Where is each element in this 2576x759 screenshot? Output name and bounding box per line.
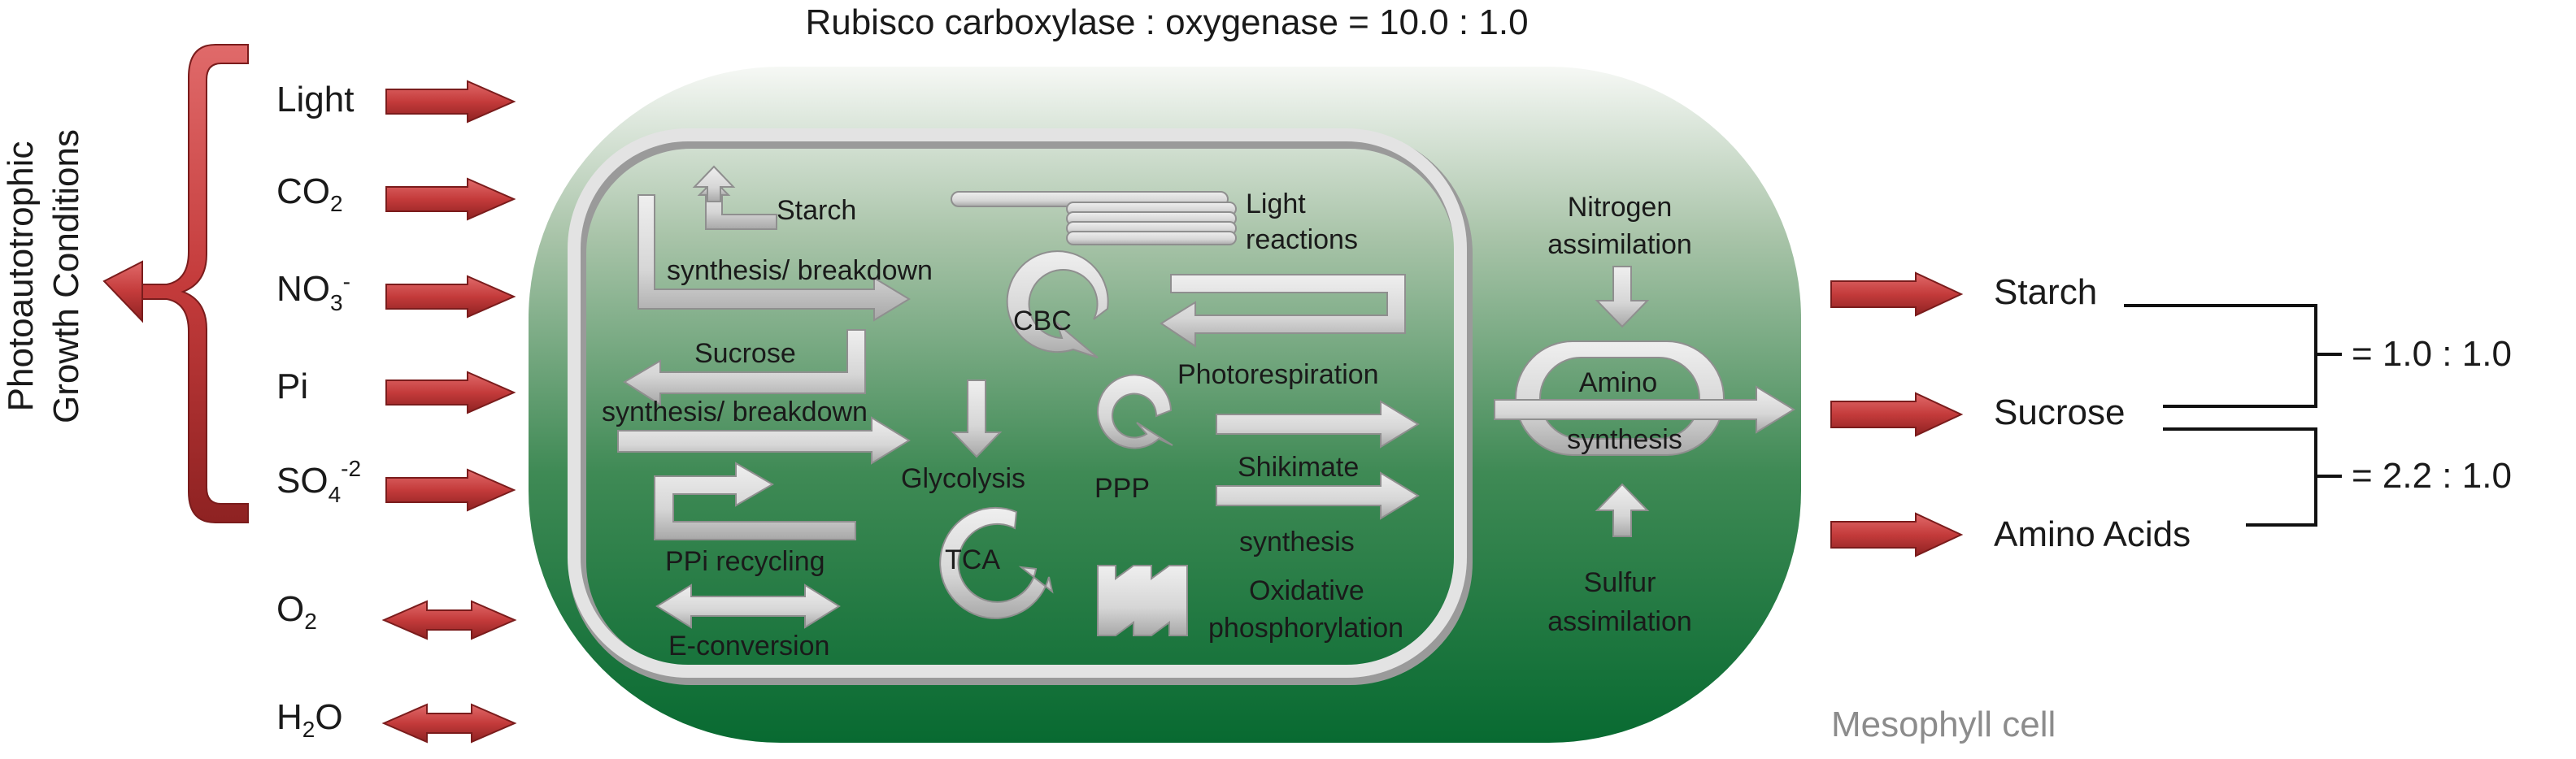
oxphos-zigzag [1097, 565, 1188, 636]
sucrose-synthesis-arrow [617, 416, 911, 465]
input-o2-label: O2 [276, 589, 317, 634]
shikimate-arrow-1 [1216, 400, 1420, 449]
oxphos-label-2: phosphorylation [1208, 613, 1403, 644]
tca-cycle [939, 506, 1054, 619]
title: Rubisco carboxylase : oxygenase = 10.0 :… [805, 2, 1528, 42]
svg-text:NO3-: NO3- [276, 269, 350, 315]
amino-synthesis-loop [1515, 340, 1725, 456]
input-no3-arrow [385, 275, 516, 319]
svg-text:Pi: Pi [276, 366, 308, 406]
ppi-recycling-label: PPi recycling [665, 546, 825, 577]
conditions-bracket [102, 44, 249, 523]
svg-text:O2: O2 [276, 589, 317, 634]
side-label-line1: Photoautotrophic [1, 141, 41, 412]
svg-text:H2O: H2O [276, 697, 343, 742]
e-conversion-arrow [655, 583, 841, 629]
ppp-cycle [1097, 374, 1173, 449]
ratio-brackets [2124, 304, 2342, 527]
input-co2-arrow [385, 177, 516, 221]
input-so4-label: SO4-2 [276, 456, 361, 507]
cbc-cycle [1006, 250, 1109, 358]
photorespiration-arrow [1160, 274, 1406, 348]
input-no3-label: NO3- [276, 269, 350, 315]
input-h2o-label: H2O [276, 697, 343, 742]
tca-label: TCA [945, 544, 1000, 575]
svg-text:SO4-2: SO4-2 [276, 456, 361, 507]
starch-synthesis-label: synthesis/ breakdown [667, 255, 933, 286]
photorespiration-label: Photorespiration [1177, 359, 1379, 390]
sulfur-arrow [1595, 483, 1650, 537]
svg-text:Light: Light [276, 80, 354, 119]
amino-label-1: Amino [1579, 367, 1657, 398]
input-so4-arrow [385, 468, 516, 512]
light-reactions-label-2: reactions [1246, 224, 1358, 255]
light-reactions-stack [951, 191, 1237, 245]
glycolysis-label: Glycolysis [901, 463, 1025, 494]
input-h2o-arrow [381, 703, 517, 744]
svg-text:CO2: CO2 [276, 171, 343, 216]
starch-label: Starch [777, 195, 856, 226]
light-reactions-label-1: Light [1246, 189, 1306, 219]
nitrogen-arrow [1595, 266, 1650, 328]
ratio-starch-sucrose: = 1.0 : 1.0 [2352, 334, 2512, 374]
shikimate-synthesis-label: synthesis [1239, 527, 1355, 557]
sucrose-arrow [623, 329, 866, 406]
nitrogen-label-1: Nitrogen [1568, 192, 1673, 223]
output-starch-arrow [1830, 271, 1964, 317]
amino-out-arrow [1494, 385, 1795, 434]
side-label-line2: Growth Conditions [46, 129, 86, 423]
input-light-label: Light [276, 80, 354, 119]
chloroplast-outline [568, 128, 1473, 685]
cbc-label: CBC [1013, 306, 1072, 336]
output-starch-label: Starch [1994, 272, 2097, 312]
ppp-label: PPP [1094, 473, 1150, 504]
input-light-arrow [385, 80, 516, 124]
e-conversion-label: E-conversion [668, 631, 829, 661]
sucrose-label: Sucrose [694, 338, 796, 369]
output-amino-label: Amino Acids [1994, 514, 2191, 554]
input-co2-label: CO2 [276, 171, 343, 216]
sulfur-label-1: Sulfur [1584, 567, 1656, 598]
output-amino-arrow [1830, 512, 1964, 557]
cell-name: Mesophyll cell [1831, 705, 2056, 744]
oxphos-label-1: Oxidative [1249, 575, 1364, 606]
input-pi-label: Pi [276, 366, 308, 406]
starch-synthesis-arrow [637, 194, 911, 322]
output-sucrose-arrow [1830, 392, 1964, 437]
ppi-recycling-arrow [654, 462, 856, 540]
shikimate-label: Shikimate [1238, 452, 1359, 483]
sulfur-label-2: assimilation [1547, 606, 1692, 637]
input-o2-arrow [381, 600, 517, 640]
glycolysis-arrow [951, 380, 1003, 458]
amino-label-2: synthesis [1567, 424, 1682, 455]
ratio-sucrose-amino: = 2.2 : 1.0 [2352, 456, 2512, 496]
output-sucrose-label: Sucrose [1994, 393, 2125, 432]
shikimate-arrow-2 [1216, 471, 1420, 520]
sucrose-synthesis-label: synthesis/ breakdown [602, 397, 868, 427]
input-pi-arrow [385, 371, 516, 414]
nitrogen-label-2: assimilation [1547, 229, 1692, 260]
